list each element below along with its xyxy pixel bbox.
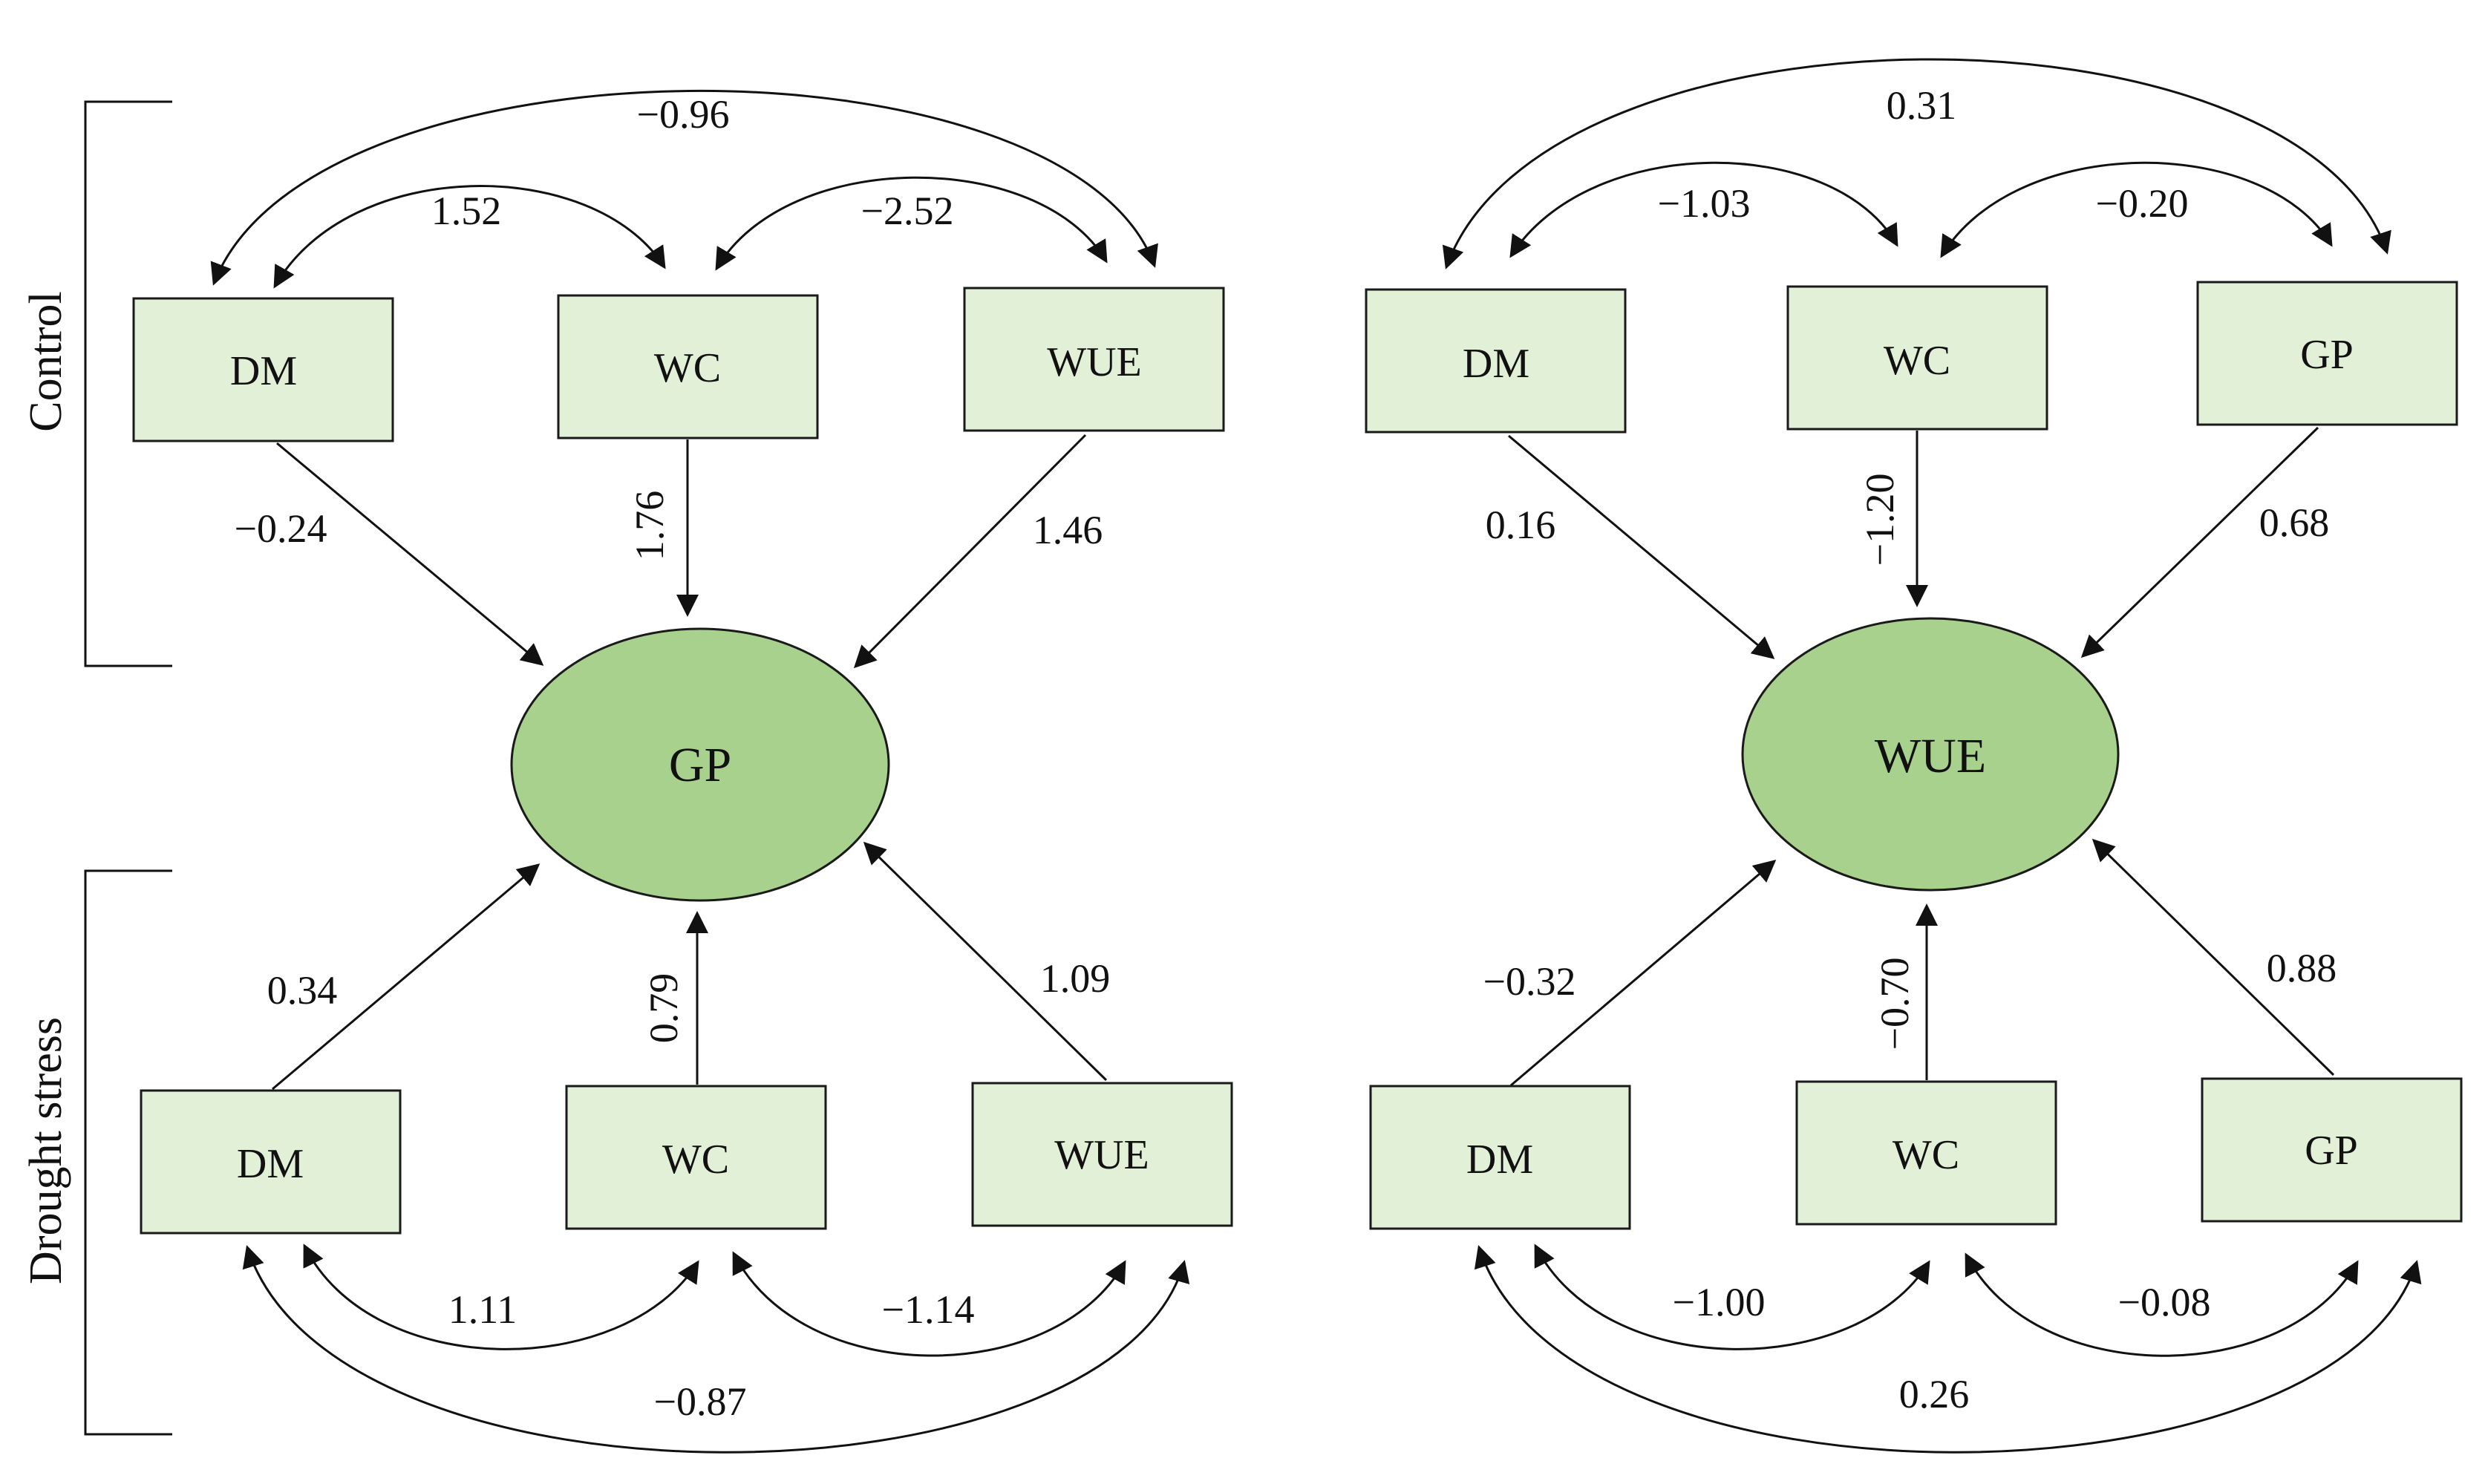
right-control-corr-label-3: 0.31 — [1887, 83, 1957, 128]
right-drought-path-label-wc: −0.70 — [1872, 958, 1917, 1050]
right-control-node-wc: WC — [1786, 285, 2048, 431]
left-drought-node-dm: DM — [140, 1089, 402, 1235]
right-drought-corr-label-1: −1.00 — [1673, 1280, 1766, 1324]
svg-text:WUE: WUE — [1047, 339, 1142, 385]
svg-text:GP: GP — [2305, 1128, 2358, 1174]
left-control-path-dm — [276, 442, 544, 666]
left-control-path-label-wue: 1.46 — [1033, 508, 1103, 552]
left-drought-path-label-wue: 1.09 — [1040, 956, 1111, 1001]
control-group: Control — [21, 100, 172, 667]
svg-text:DM: DM — [230, 348, 297, 394]
right-drought-path-label-dm: −0.32 — [1483, 959, 1576, 1004]
left-drought-corr-1 — [303, 1243, 699, 1350]
right-control-corr-1 — [1509, 161, 1898, 258]
right-control-corr-2 — [1940, 161, 2333, 258]
right-drought-path-dm — [1510, 860, 1777, 1087]
svg-text:WUE: WUE — [1054, 1132, 1149, 1178]
right-control-corr-label-1: −1.03 — [1658, 181, 1751, 226]
right-control-path-dm — [1508, 434, 1775, 659]
right-drought-corr-1 — [1534, 1243, 1930, 1350]
right-drought-path-gp — [2091, 838, 2335, 1076]
left-drought-path-wue — [863, 841, 1108, 1082]
svg-text:WC: WC — [662, 1137, 729, 1183]
left-drought-node-wc: WC — [565, 1085, 827, 1230]
left-drought-corr-2 — [732, 1251, 1126, 1357]
right-diagram: −1.03 −0.20 0.31 DM WC GP 0.16 −1.20 0.6… — [1365, 58, 2463, 1454]
left-control-node-wue: WUE — [963, 287, 1225, 432]
left-diagram: 1.52 −2.52 −0.96 DM WC WUE −0.24 1.76 1.… — [132, 90, 1233, 1454]
left-control-corr-1 — [273, 185, 666, 289]
left-control-path-label-dm: −0.24 — [235, 506, 327, 551]
right-drought-path-label-gp: 0.88 — [2267, 946, 2337, 990]
left-control-corr-2 — [715, 176, 1108, 271]
left-drought-corr-label-1: 1.11 — [448, 1287, 517, 1332]
svg-text:WC: WC — [1884, 338, 1950, 384]
left-control-node-dm: DM — [132, 297, 394, 442]
right-control-path-label-wc: −1.20 — [1858, 474, 1902, 566]
left-drought-corr-label-3: −0.87 — [654, 1379, 747, 1424]
right-drought-node-dm: DM — [1369, 1085, 1631, 1230]
right-drought-corr-label-3: 0.26 — [1899, 1372, 1970, 1416]
left-control-corr-label-2: −2.52 — [861, 189, 954, 233]
left-control-path-label-wc: 1.76 — [627, 491, 672, 561]
svg-text:WUE: WUE — [1875, 729, 1986, 783]
left-control-node-wc: WC — [557, 294, 819, 439]
drought-group: Drought stress — [21, 869, 172, 1436]
left-drought-path-label-dm: 0.34 — [267, 968, 338, 1013]
control-bracket — [84, 100, 172, 667]
left-drought-path-dm — [272, 863, 541, 1091]
right-control-corr-label-2: −0.20 — [2096, 181, 2189, 226]
right-control-path-label-gp: 0.68 — [2259, 500, 2330, 545]
left-center-node-gp: GP — [510, 627, 890, 902]
right-drought-node-gp: GP — [2201, 1077, 2463, 1223]
left-control-corr-3 — [210, 90, 1158, 286]
svg-text:DM: DM — [1466, 1137, 1533, 1183]
left-drought-path-label-wc: 0.79 — [641, 973, 686, 1044]
left-drought-corr-label-2: −1.14 — [882, 1287, 975, 1332]
right-control-node-gp: GP — [2196, 281, 2458, 426]
left-control-path-wue — [853, 434, 1087, 669]
right-drought-corr-2 — [1965, 1252, 2359, 1357]
svg-text:WC: WC — [1893, 1132, 1959, 1178]
control-label: Control — [21, 291, 71, 431]
right-control-path-label-dm: 0.16 — [1486, 503, 1556, 547]
right-drought-corr-label-2: −0.08 — [2118, 1280, 2211, 1324]
right-control-corr-3 — [1443, 58, 2391, 269]
right-control-path-gp — [2080, 426, 2319, 658]
right-drought-node-wc: WC — [1795, 1080, 2057, 1226]
svg-text:DM: DM — [1463, 341, 1529, 387]
left-drought-corr-3 — [242, 1245, 1190, 1454]
svg-text:DM: DM — [237, 1141, 304, 1187]
drought-bracket — [84, 869, 172, 1436]
right-control-node-dm: DM — [1365, 288, 1627, 434]
left-control-corr-label-3: −0.96 — [637, 92, 730, 137]
right-drought-corr-3 — [1474, 1245, 2422, 1454]
svg-text:GP: GP — [669, 738, 731, 792]
svg-text:WC: WC — [654, 345, 721, 391]
drought-label: Drought stress — [21, 1017, 71, 1284]
right-center-node-wue: WUE — [1741, 617, 2120, 892]
left-drought-node-wue: WUE — [971, 1082, 1233, 1227]
svg-text:GP: GP — [2300, 332, 2354, 378]
left-control-corr-label-1: 1.52 — [431, 189, 502, 233]
